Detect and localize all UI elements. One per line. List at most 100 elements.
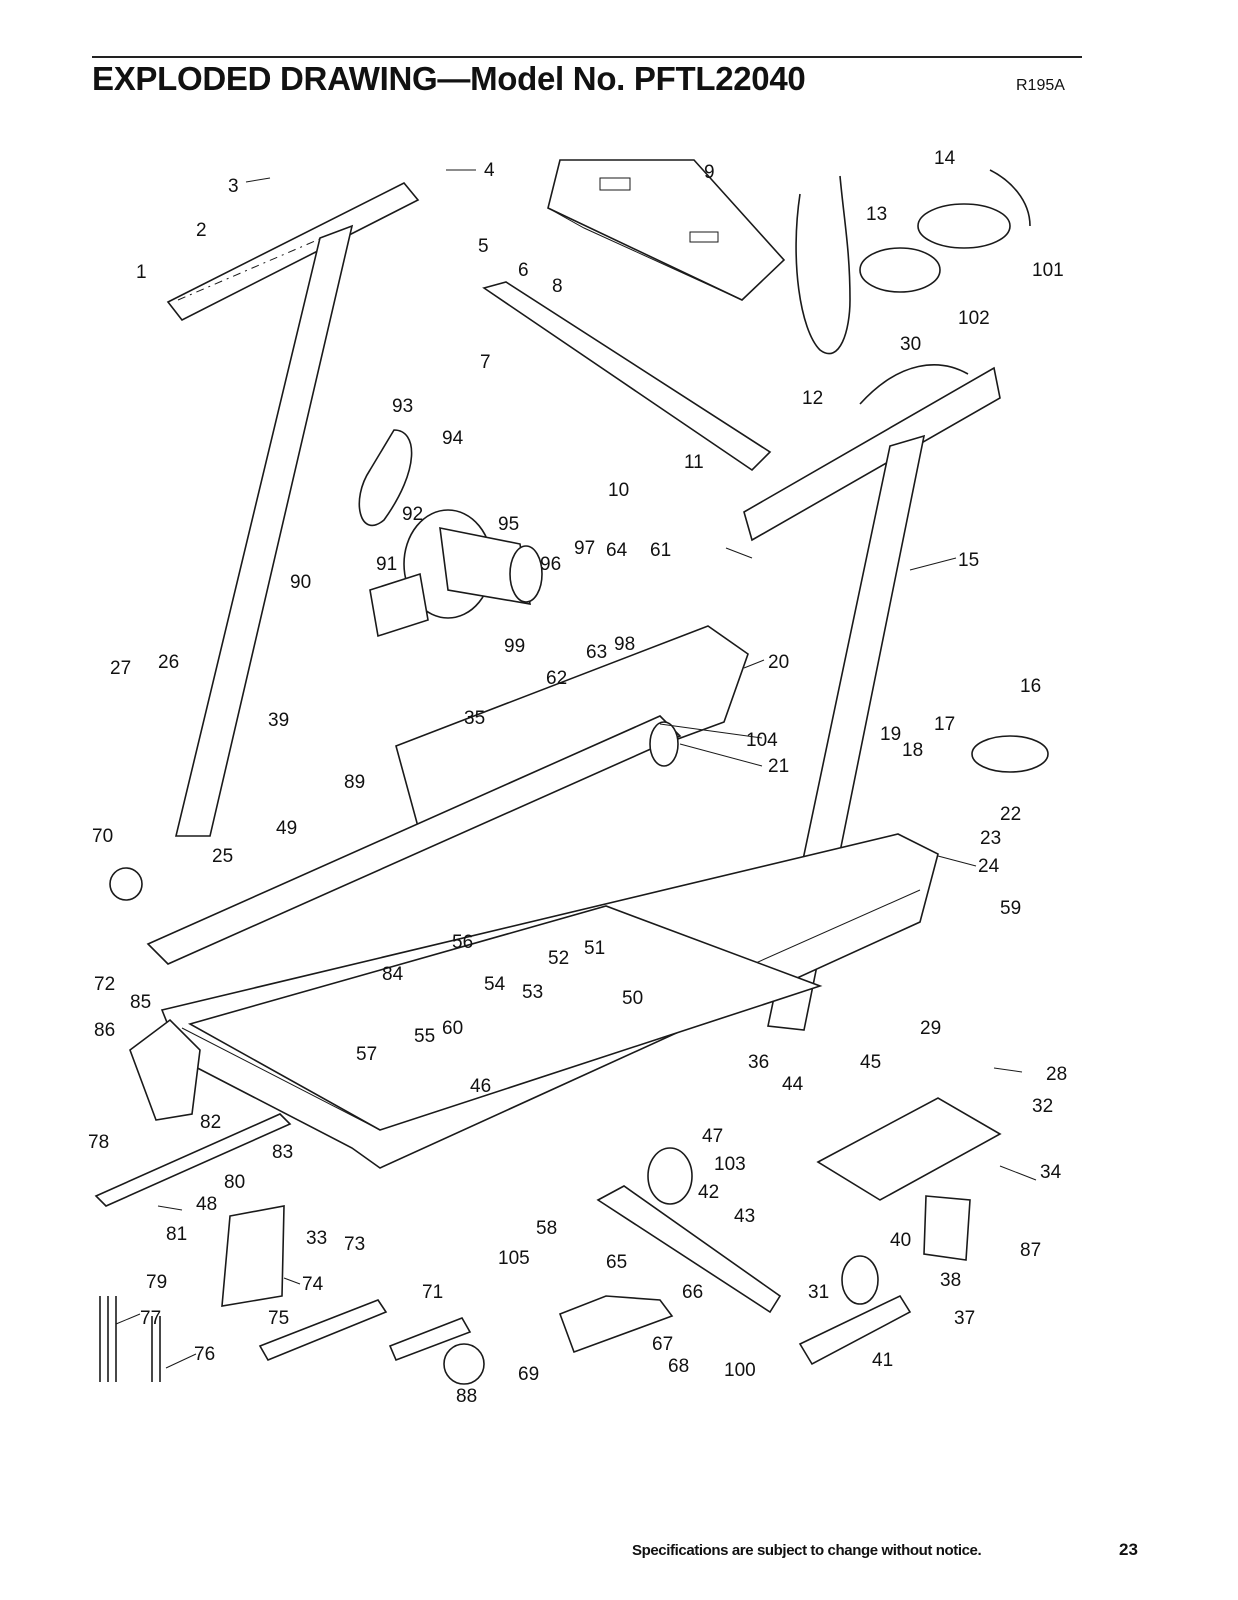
callout-31: 31 — [808, 1282, 829, 1303]
callout-37: 37 — [954, 1308, 975, 1329]
callout-57: 57 — [356, 1044, 377, 1065]
callout-21: 21 — [768, 756, 789, 777]
callout-95: 95 — [498, 514, 519, 535]
callout-30: 30 — [900, 334, 921, 355]
walking-belt — [187, 905, 823, 1131]
upright-crossbar-left — [166, 181, 420, 322]
callout-41: 41 — [872, 1350, 893, 1371]
pulse-clip-14 — [989, 169, 1031, 227]
callout-103: 103 — [714, 1154, 746, 1175]
callout-4: 4 — [484, 160, 495, 181]
callout-25: 25 — [212, 846, 233, 867]
incline-motor — [558, 1295, 674, 1354]
callout-100: 100 — [724, 1360, 756, 1381]
callout-32: 32 — [1032, 1096, 1053, 1117]
controller — [923, 1195, 971, 1261]
callout-28: 28 — [1046, 1064, 1067, 1085]
callout-11: 11 — [684, 452, 704, 473]
callout-6: 6 — [518, 260, 529, 281]
callout-77: 77 — [140, 1308, 161, 1329]
header-rule — [92, 56, 1082, 58]
callout-labels: 1 2 3 4 5 6 7 8 9 10 11 12 13 14 15 16 1… — [88, 148, 1067, 1407]
callout-62: 62 — [546, 668, 567, 689]
callout-80: 80 — [224, 1172, 245, 1193]
callout-50: 50 — [622, 988, 643, 1009]
motor-hood — [395, 625, 749, 836]
page-title: EXPLODED DRAWING—Model No. PFTL22040 — [92, 60, 806, 97]
power-cord — [971, 735, 1049, 773]
callout-73: 73 — [344, 1234, 365, 1255]
callout-3: 3 — [228, 176, 239, 197]
callout-94: 94 — [442, 428, 464, 449]
callout-79: 79 — [146, 1272, 167, 1293]
callout-13: 13 — [866, 204, 887, 225]
callout-43: 43 — [734, 1206, 755, 1227]
incline-bracket — [798, 1294, 912, 1366]
footer-note: Specifications are subject to change wit… — [632, 1542, 982, 1559]
side-rail — [146, 715, 682, 965]
callout-96: 96 — [540, 554, 561, 575]
callout-47: 47 — [702, 1126, 723, 1147]
callout-45: 45 — [860, 1052, 881, 1073]
callout-24: 24 — [978, 856, 1000, 877]
callout-38: 38 — [940, 1270, 961, 1291]
wheel-88 — [443, 1343, 485, 1385]
callout-71: 71 — [422, 1282, 443, 1303]
callout-104: 104 — [746, 730, 778, 751]
pulse-strap-102 — [859, 247, 941, 293]
callout-34: 34 — [1040, 1162, 1062, 1183]
page-number: 23 — [1119, 1540, 1138, 1559]
callout-10: 10 — [608, 480, 629, 501]
callout-81: 81 — [166, 1224, 187, 1245]
callout-35: 35 — [464, 708, 485, 729]
callout-18: 18 — [902, 740, 923, 761]
callout-52: 52 — [548, 948, 569, 969]
callout-65: 65 — [606, 1252, 627, 1273]
callout-68: 68 — [668, 1356, 689, 1377]
callout-1: 1 — [136, 262, 147, 283]
callout-46: 46 — [470, 1076, 491, 1097]
callout-66: 66 — [682, 1282, 703, 1303]
callout-54: 54 — [484, 974, 506, 995]
controller-plate — [816, 1097, 1002, 1201]
pulse-strap-101 — [917, 203, 1011, 249]
callout-87: 87 — [1020, 1240, 1041, 1261]
callout-40: 40 — [890, 1230, 911, 1251]
callout-27: 27 — [110, 658, 131, 679]
callout-36: 36 — [748, 1052, 769, 1073]
callout-102: 102 — [958, 308, 990, 329]
callout-26: 26 — [158, 652, 179, 673]
callout-92: 92 — [402, 504, 423, 525]
callout-76: 76 — [194, 1344, 215, 1365]
callout-55: 55 — [414, 1026, 435, 1047]
callout-86: 86 — [94, 1020, 115, 1041]
callout-58: 58 — [536, 1218, 557, 1239]
drawing-code: R195A — [1016, 77, 1065, 94]
console-cable — [795, 175, 851, 355]
callout-83: 83 — [272, 1142, 293, 1163]
callout-44: 44 — [782, 1074, 804, 1095]
callout-70: 70 — [92, 826, 113, 847]
rear-endcap — [129, 1018, 201, 1121]
callout-16: 16 — [1020, 676, 1041, 697]
callout-99: 99 — [504, 636, 525, 657]
motor-mount — [369, 572, 429, 638]
front-pulley — [649, 721, 679, 767]
callout-48: 48 — [196, 1194, 217, 1215]
callout-82: 82 — [200, 1112, 221, 1133]
rear-leveler — [94, 1113, 292, 1207]
callout-75: 75 — [268, 1308, 289, 1329]
callout-97: 97 — [574, 538, 595, 559]
callout-17: 17 — [934, 714, 955, 735]
callout-60: 60 — [442, 1018, 463, 1039]
motor — [439, 526, 531, 605]
callout-59: 59 — [1000, 898, 1021, 919]
callout-2: 2 — [196, 220, 207, 241]
callout-101: 101 — [1032, 260, 1064, 281]
incline-frame — [596, 1185, 782, 1314]
callout-90: 90 — [290, 572, 311, 593]
callout-19: 19 — [880, 724, 901, 745]
bracket-71 — [388, 1317, 472, 1362]
callout-88: 88 — [456, 1386, 477, 1407]
